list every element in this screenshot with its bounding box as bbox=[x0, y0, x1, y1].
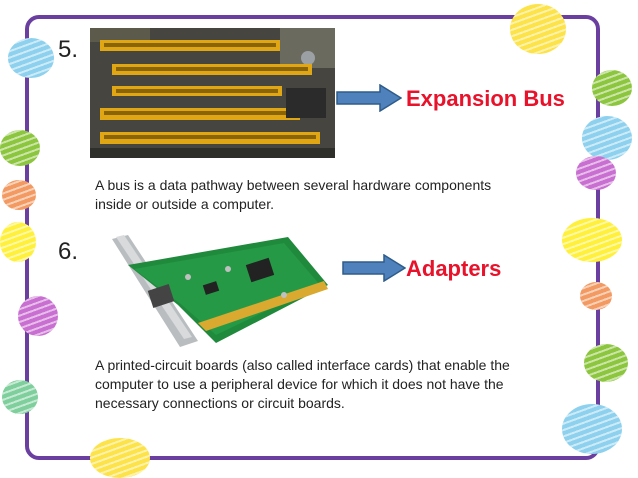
decorative-circle bbox=[580, 282, 612, 310]
description-line: computer to use a peripheral device for … bbox=[95, 376, 504, 392]
decorative-circle bbox=[582, 116, 632, 160]
adapter-card-photo bbox=[88, 225, 343, 357]
item-description: A bus is a data pathway between several … bbox=[95, 176, 575, 214]
decorative-circle bbox=[562, 218, 622, 262]
description-line: A printed-circuit boards (also called in… bbox=[95, 357, 510, 373]
decorative-circle bbox=[90, 438, 150, 478]
decorative-circle bbox=[8, 38, 54, 78]
decorative-circle bbox=[592, 70, 632, 106]
item-description: A printed-circuit boards (also called in… bbox=[95, 356, 585, 413]
description-line: necessary connections or circuit boards. bbox=[95, 395, 345, 411]
decorative-circle bbox=[18, 296, 58, 336]
arrow-right-icon bbox=[336, 84, 402, 112]
description-line: A bus is a data pathway between several … bbox=[95, 177, 492, 193]
decorative-circle bbox=[584, 344, 628, 382]
decorative-circle bbox=[2, 180, 36, 210]
decorative-circle bbox=[562, 404, 622, 454]
network-card-image bbox=[88, 225, 343, 357]
item-title: Adapters bbox=[406, 256, 502, 281]
description-line: inside or outside a computer. bbox=[95, 196, 274, 212]
expansion-bus-photo bbox=[90, 28, 335, 158]
decorative-circle bbox=[2, 380, 38, 414]
decorative-circle bbox=[0, 222, 36, 262]
decorative-circle bbox=[510, 4, 566, 54]
decorative-circle bbox=[0, 130, 40, 166]
decorative-circle bbox=[576, 156, 616, 190]
item-number: 6. bbox=[58, 238, 79, 265]
arrow-right-icon bbox=[342, 254, 406, 282]
motherboard-slots-image bbox=[90, 28, 335, 158]
item-number: 5. bbox=[58, 36, 79, 63]
item-title: Expansion Bus bbox=[406, 86, 565, 111]
